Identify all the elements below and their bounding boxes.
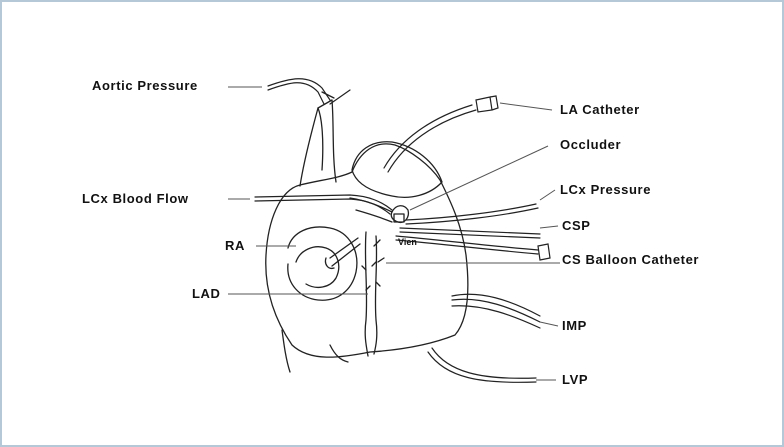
label-ra: RA	[225, 238, 245, 254]
label-aortic-pressure: Aortic Pressure	[92, 78, 198, 94]
aortic-pressure-tube	[268, 83, 324, 104]
la-catheter-tube-b	[388, 110, 476, 172]
leader-lcx-pressure	[540, 190, 555, 200]
label-cs-balloon-catheter: CS Balloon Catheter	[562, 252, 699, 268]
label-lad: LAD	[192, 286, 221, 302]
aorta	[300, 100, 336, 186]
right-atrium-region	[288, 227, 357, 300]
lower-contour-right	[330, 345, 348, 362]
la-catheter-connector	[476, 96, 498, 112]
cs-balloon-tube-b	[396, 240, 538, 254]
label-csp: CSP	[562, 218, 591, 234]
label-la-catheter: LA Catheter	[560, 102, 640, 118]
label-lcx-pressure: LCx Pressure	[560, 182, 651, 198]
leader-la-catheter	[500, 103, 552, 110]
right-atrium-inner	[296, 247, 339, 288]
cs-balloon-tube	[396, 236, 538, 250]
label-occluder: Occluder	[560, 137, 621, 153]
label-lvp: LVP	[562, 372, 588, 388]
leader-occluder	[410, 146, 548, 210]
leader-imp	[540, 322, 558, 326]
ra-marker	[325, 238, 360, 268]
label-lcx-blood-flow: LCx Blood Flow	[82, 191, 189, 207]
lvp-tube	[432, 348, 536, 378]
leader-csp	[540, 226, 558, 228]
heart-outline	[266, 144, 468, 357]
label-imp: IMP	[562, 318, 587, 334]
label-vien: Vien	[398, 234, 417, 250]
lcx-flow-tube	[255, 195, 392, 210]
aorta-inner	[318, 108, 323, 170]
lad-vessel-side	[374, 236, 377, 354]
lcx-pressure-tube-b	[406, 208, 538, 224]
cs-balloon-connector	[538, 244, 550, 260]
